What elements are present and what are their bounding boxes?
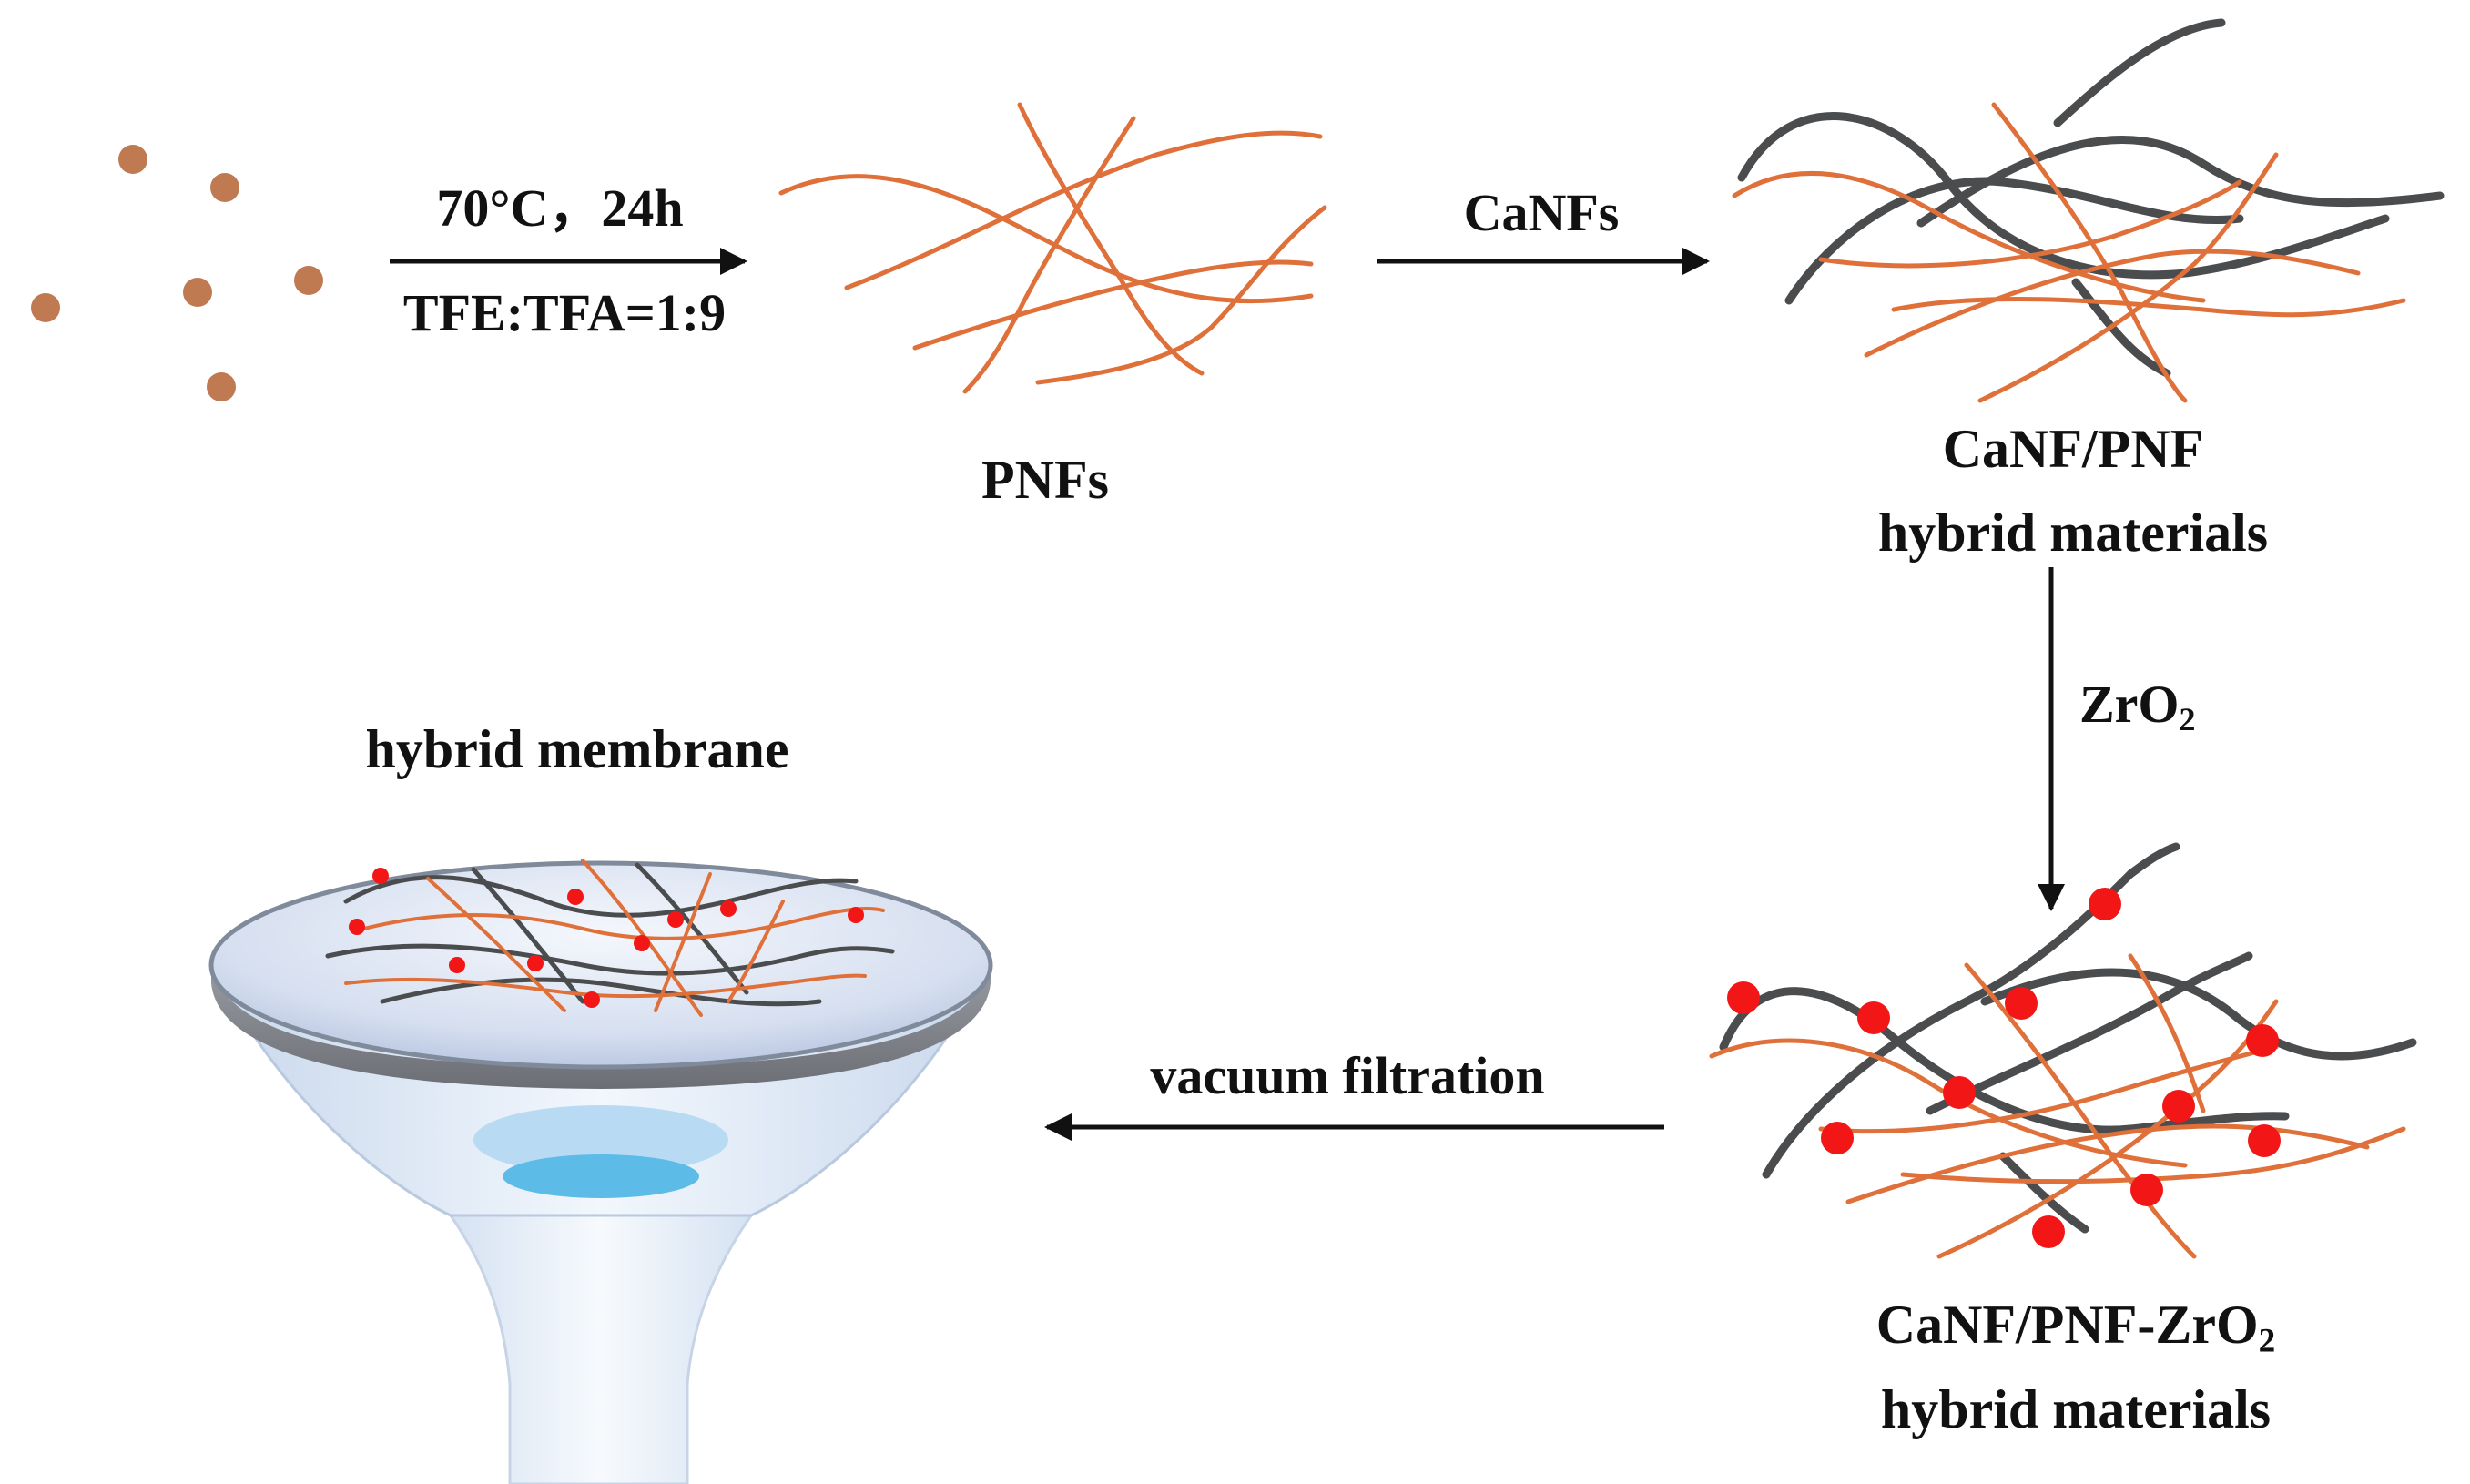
precursor-dot xyxy=(31,293,60,322)
step3-zro2-subscript: 2 xyxy=(2179,700,2196,737)
hybrid-label-line2: hybrid materials xyxy=(1877,503,2269,563)
precursor-dot xyxy=(207,372,236,401)
zro2-particle xyxy=(2005,987,2038,1020)
canf-pnf-fibers xyxy=(1732,18,2445,403)
filter-funnel-icon xyxy=(208,859,993,1484)
membrane-pnf-fiber xyxy=(727,900,785,1003)
pnf-fiber xyxy=(1991,102,2188,403)
canf-fiber xyxy=(2053,18,2226,127)
membrane-zro2-particle xyxy=(584,991,600,1008)
zro2-particle xyxy=(1943,1076,1976,1109)
zro2-particle xyxy=(1857,1001,1890,1034)
zro2-particle xyxy=(2130,1174,2163,1206)
membrane-zro2-particle xyxy=(567,889,584,905)
membrane-pnf-fiber xyxy=(654,872,712,1012)
pnf-fiber xyxy=(1818,179,2242,269)
membrane-canf-fiber xyxy=(343,875,859,918)
precursor-dot xyxy=(294,266,323,295)
step1-condition-label: 70°C，24h xyxy=(436,178,684,238)
membrane-zro2-particle xyxy=(848,907,864,923)
pnf-fiber xyxy=(1864,249,2361,358)
membrane-pnf-fiber xyxy=(344,973,867,999)
zro2-particle xyxy=(2248,1124,2281,1157)
canf-fiber xyxy=(1926,951,2253,1115)
membrane-label: hybrid membrane xyxy=(365,719,789,779)
membrane-pnf-fiber xyxy=(426,877,566,1012)
precursor-dot xyxy=(118,145,147,174)
zro2-particle xyxy=(2089,888,2121,920)
membrane-zro2-particle xyxy=(372,868,389,884)
step4-vacuum-filtration-label: vacuum filtration xyxy=(1150,1046,1545,1105)
canf-fiber xyxy=(1762,842,2180,1179)
pnf-fiber xyxy=(1017,102,1205,376)
zro2-particle xyxy=(2246,1024,2279,1057)
pnf-fiber xyxy=(1900,1126,2406,1184)
zro2-particle xyxy=(2032,1215,2065,1248)
zro2-hybrid-label-line2: hybrid materials xyxy=(1880,1379,2272,1439)
membrane-disc xyxy=(208,860,993,1070)
step1-solvent-label: TFE:TFA=1:9 xyxy=(402,283,727,342)
membrane-zro2-particle xyxy=(720,900,737,917)
membrane-fibers xyxy=(325,859,895,1017)
membrane-zro2-particle xyxy=(527,955,544,971)
funnel-stem xyxy=(448,1214,754,1484)
zro2-hybrid-label-main: CaNF/PNF-ZrO xyxy=(1875,1295,2259,1355)
zro2-particle xyxy=(1727,981,1760,1014)
membrane-canf-fiber xyxy=(325,943,895,976)
zro2-hybrid-label-subscript: 2 xyxy=(2258,1322,2276,1360)
funnel-liquid-top xyxy=(473,1105,728,1174)
precursor-dot xyxy=(210,173,239,202)
membrane-zro2-particle xyxy=(634,935,650,951)
zro2-hybrid-label-line1: CaNF/PNF-ZrO2 xyxy=(1875,1295,2276,1357)
pnfs-label: PNFs xyxy=(981,450,1109,510)
hybrid-label-line1: CaNF/PNF xyxy=(1942,419,2204,479)
precursor-dot xyxy=(183,278,212,307)
zro2-particle xyxy=(2162,1090,2195,1123)
pnf-fiber xyxy=(912,259,1314,351)
pnf-fiber xyxy=(2128,953,2206,1113)
membrane-zro2-particle xyxy=(449,957,465,973)
canf-fiber xyxy=(1737,112,2390,280)
pnf-fiber xyxy=(778,174,1314,304)
pnf-fiber xyxy=(1964,962,2197,1259)
membrane-canf-fiber xyxy=(380,977,822,1007)
pnf-fiber xyxy=(1977,152,2279,403)
membrane-pnf-fiber xyxy=(362,907,885,940)
pnf-fibers xyxy=(778,102,1327,394)
funnel-liquid xyxy=(503,1154,699,1198)
membrane-zro2-particle xyxy=(667,911,684,928)
step2-canfs-label: CaNFs xyxy=(1463,183,1620,242)
step3-zro2-main: ZrO xyxy=(2079,675,2180,734)
zro2-hybrid-fibers xyxy=(1709,842,2417,1259)
step3-zro2-label: ZrO2 xyxy=(2079,675,2196,736)
pnf-fiber xyxy=(1891,296,2406,318)
pnf-fiber xyxy=(1709,1038,2188,1168)
zro2-particle xyxy=(1821,1122,1854,1154)
pnf-fiber xyxy=(1035,205,1327,385)
canf-fiber xyxy=(1980,968,2417,1061)
membrane-canf-fiber xyxy=(635,862,749,995)
membrane-canf-fiber xyxy=(471,867,585,1004)
canf-fiber xyxy=(1998,1152,2089,1234)
canf-fiber xyxy=(2071,278,2171,378)
pnf-fiber xyxy=(844,130,1323,290)
pnf-fiber xyxy=(962,116,1136,394)
membrane-zro2-particle xyxy=(349,919,365,935)
canf-fiber xyxy=(1916,135,2445,228)
precursor-particles xyxy=(31,145,323,401)
canf-fiber xyxy=(1719,987,2290,1134)
